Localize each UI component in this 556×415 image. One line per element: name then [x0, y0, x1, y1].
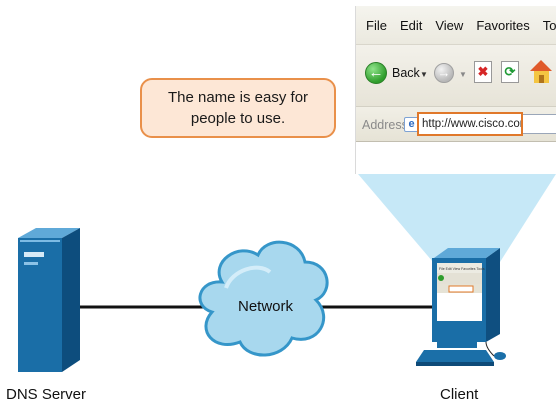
zoom-beam	[358, 174, 556, 262]
stop-icon[interactable]: ✖	[474, 61, 492, 83]
refresh-icon[interactable]: ⟳	[501, 61, 519, 83]
network-label: Network	[238, 298, 294, 315]
menu-item-view[interactable]: View	[435, 17, 464, 33]
back-button-label[interactable]: Back	[392, 66, 420, 80]
address-label: Address	[362, 118, 408, 132]
menu-item-favorites[interactable]: Favorites	[476, 17, 530, 33]
forward-dropdown-icon[interactable]: ▼	[459, 70, 467, 79]
back-arrow-icon[interactable]: ←	[365, 62, 387, 84]
menu-item-file[interactable]: File	[366, 17, 387, 33]
browser-toolbar	[356, 44, 556, 106]
menu-item-tools[interactable]: Tools	[542, 17, 556, 33]
client-label: Client	[440, 386, 479, 403]
svg-text:File Edit View Favorites Tools: File Edit View Favorites Tools	[439, 267, 485, 271]
browser-window: File Edit View Favorites Tools ← Back ▼ …	[355, 6, 556, 174]
address-field-rest[interactable]	[523, 114, 556, 134]
browser-menu-bar: File Edit View Favorites Tools	[356, 6, 556, 44]
client-computer-icon: File Edit View Favorites Tools	[416, 248, 506, 366]
dns-server-icon	[18, 228, 80, 372]
back-dropdown-icon[interactable]: ▼	[420, 70, 428, 79]
callout-box: The name is easy for people to use.	[140, 78, 336, 138]
home-icon[interactable]	[526, 57, 556, 85]
network-cloud-icon	[198, 240, 329, 357]
url-field[interactable]: http://www.cisco.com/	[417, 112, 523, 136]
dns-server-label: DNS Server	[6, 386, 87, 403]
address-bar: Address e http://www.cisco.com/	[356, 106, 556, 142]
forward-arrow-icon[interactable]: →	[434, 63, 454, 83]
menu-item-edit[interactable]: Edit	[399, 17, 423, 33]
